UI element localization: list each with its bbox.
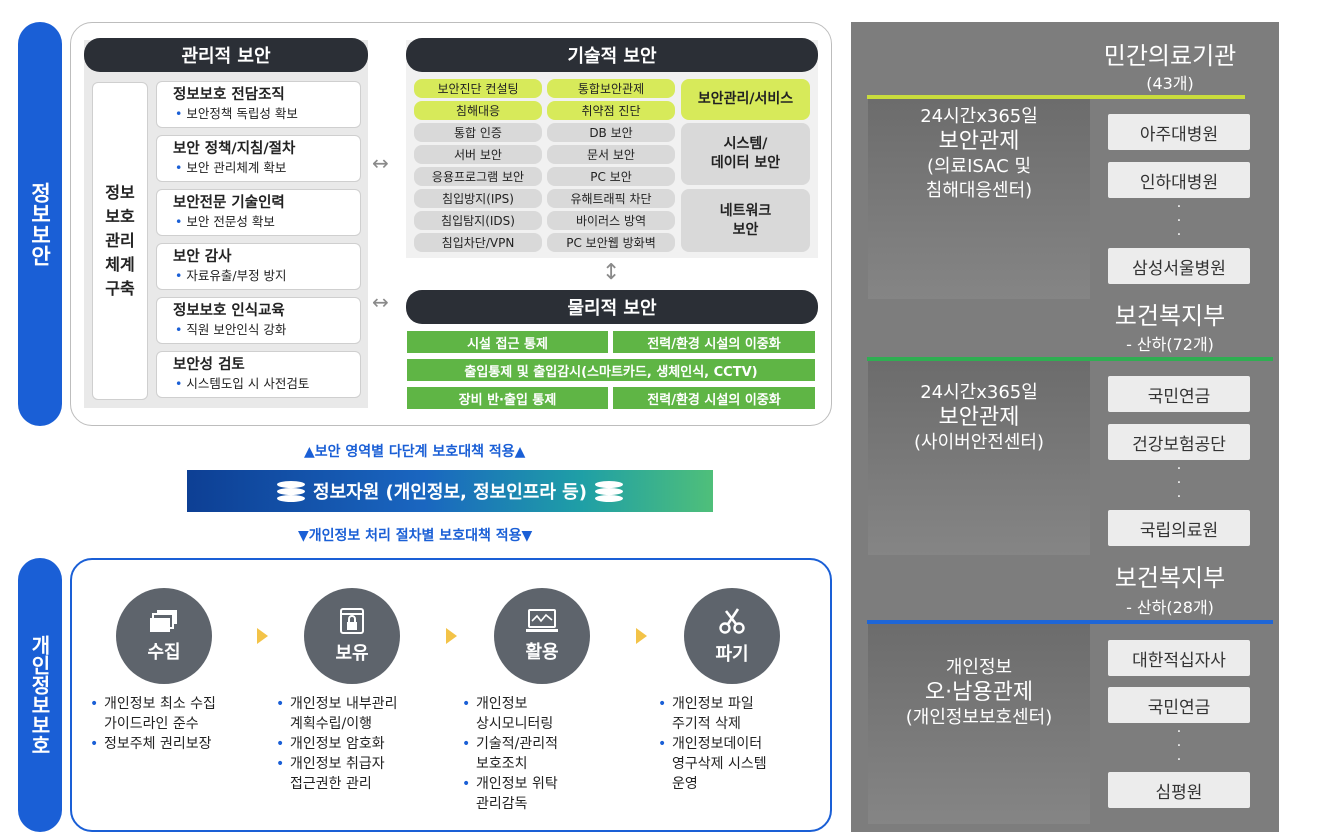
org-box: 국립의료원	[1108, 510, 1250, 546]
mgmt-item: 보안전문 기술인력보안 전문성 확보	[156, 189, 361, 236]
org-box: 삼성서울병원	[1108, 248, 1250, 284]
mgmt-item: 정보보호 전담조직보안정책 독립성 확보	[156, 81, 361, 128]
collect-bullets: 개인정보 최소 수집 가이드라인 준수 정보주체 권리보장	[90, 694, 216, 754]
lock-window-icon	[340, 608, 364, 634]
mgmt-item: 보안 정책/지침/절차보안 관리체계 확보	[156, 135, 361, 182]
section-title: 민간의료기관	[1103, 42, 1237, 70]
section-divider	[867, 620, 1273, 624]
tech-chip: 바이러스 방역	[547, 211, 675, 230]
section-subtitle: - 산하(28개)	[1126, 598, 1214, 617]
mgmt-item: 정보보호 인식교육직원 보안인식 강화	[156, 297, 361, 344]
scissors-icon	[719, 608, 745, 634]
tech-chip: 서버 보안	[414, 145, 542, 164]
physical-item: 출입통제 및 출입감시(스마트카드, 생체인식, CCTV)	[407, 359, 815, 381]
org-box: 건강보험공단	[1108, 424, 1250, 460]
ellipsis-vertical-icon: ···	[1176, 724, 1182, 768]
management-header: 관리적 보안	[84, 38, 368, 72]
isms-label: 정보 보호 관리 체계 구축	[92, 82, 148, 400]
section-subtitle: (43개)	[1146, 74, 1194, 93]
info-resource-banner: 정보자원 (개인정보, 정보인프라 등)	[187, 470, 713, 512]
destroy-bullets: 개인정보 파일 주기적 삭제 개인정보데이터 영구삭제 시스템 운영	[658, 694, 767, 794]
section-left-box: 개인정보 오·남용관제 (개인정보보호센터)	[868, 624, 1090, 824]
physical-item: 전력/환경 시설의 이중화	[613, 331, 815, 353]
bidirectional-arrow-icon: ↔	[372, 151, 389, 175]
org-box: 대한적십자사	[1108, 640, 1250, 676]
org-box: 아주대병원	[1108, 114, 1250, 150]
step-collect: 수집	[116, 588, 212, 684]
section-left-box: 24시간x365일 보안관제 (의료ISAC 및 침해대응센터)	[868, 99, 1090, 299]
ellipsis-vertical-icon: ···	[1176, 461, 1182, 505]
vertical-arrow-icon: ↕	[602, 260, 621, 285]
org-box: 국민연금	[1108, 376, 1250, 412]
tech-chip: 유해트래픽 차단	[547, 189, 675, 208]
tech-chip: 침입차단/VPN	[414, 233, 542, 252]
technical-header: 기술적 보안	[406, 38, 818, 72]
physical-item: 전력/환경 시설의 이중화	[613, 387, 815, 409]
step-use: 활용	[494, 588, 590, 684]
section-title: 보건복지부	[1114, 302, 1226, 330]
physical-item: 장비 반·출입 통제	[407, 387, 608, 409]
tech-chip: 통합보안관제	[547, 79, 675, 98]
privacy-protection-label: 개인정보보호	[18, 558, 62, 832]
section-title: 보건복지부	[1114, 564, 1226, 592]
tech-group-network: 네트워크 보안	[681, 189, 810, 252]
section-subtitle: - 산하(72개)	[1126, 335, 1214, 354]
tech-chip: 침입방지(IPS)	[414, 189, 542, 208]
database-icon	[277, 479, 306, 503]
monitor-icon	[526, 609, 558, 632]
apply-bottom-text: ▼개인정보 처리 절차별 보호대책 적용▼	[298, 528, 533, 544]
tech-chip: 통합 인증	[414, 123, 542, 142]
database-icon	[594, 479, 623, 503]
tech-chip: 취약점 진단	[547, 101, 675, 120]
tech-chip: 응용프로그램 보안	[414, 167, 542, 186]
tech-chip: 침해대응	[414, 101, 542, 120]
stack-icon	[150, 610, 177, 632]
tech-chip: 문서 보안	[547, 145, 675, 164]
org-box: 인하대병원	[1108, 162, 1250, 198]
section-divider	[867, 357, 1273, 361]
org-box: 국민연금	[1108, 687, 1250, 723]
tech-chip: 보안진단 컨설팅	[414, 79, 542, 98]
section-divider	[867, 95, 1245, 99]
step-arrow-icon	[446, 628, 457, 644]
bidirectional-arrow-icon: ↔	[372, 290, 389, 314]
tech-chip: PC 보안웹 방화벽	[547, 233, 675, 252]
mgmt-item: 보안성 검토시스템도입 시 사전검토	[156, 351, 361, 398]
tech-chip: 침입탐지(IDS)	[414, 211, 542, 230]
step-retain: 보유	[304, 588, 400, 684]
step-arrow-icon	[257, 628, 268, 644]
physical-item: 시설 접근 통제	[407, 331, 608, 353]
apply-top-text: ▲보안 영역별 다단계 보호대책 적용▲	[304, 444, 526, 460]
tech-chip: PC 보안	[547, 167, 675, 186]
info-security-label: 정보보안	[18, 22, 62, 426]
tech-chip: DB 보안	[547, 123, 675, 142]
tech-group-service: 보안관리/서비스	[681, 79, 810, 120]
mgmt-item: 보안 감사자료유출/부정 방지	[156, 243, 361, 290]
step-arrow-icon	[636, 628, 647, 644]
ellipsis-vertical-icon: ···	[1176, 199, 1182, 243]
physical-header: 물리적 보안	[406, 290, 818, 324]
tech-group-system: 시스템/ 데이터 보안	[681, 123, 810, 185]
step-destroy: 파기	[684, 588, 780, 684]
section-left-box: 24시간x365일 보안관제 (사이버안전센터)	[868, 361, 1090, 555]
use-bullets: 개인정보 상시모니터링 기술적/관리적 보호조치 개인정보 위탁 관리감독	[462, 694, 558, 814]
retain-bullets: 개인정보 내부관리 계획수립/이행 개인정보 암호화 개인정보 취급자 접근권한…	[276, 694, 398, 794]
org-box: 심평원	[1108, 772, 1250, 808]
